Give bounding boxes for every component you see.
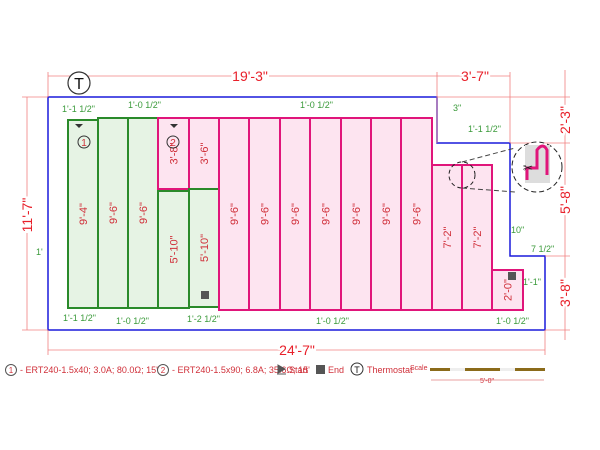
heating-strip [431,164,463,311]
strip-length: 9'-6" [260,203,272,225]
heating-strip [461,164,493,311]
svg-text:T: T [354,365,360,375]
dim-right-1: 2'-3" [557,106,573,134]
legend-cable-1: - ERT240-1.5x40; 3.0A; 80.0Ω; 15' [20,365,158,375]
heating-strip [67,119,99,309]
svg-text:T: T [74,76,84,93]
heating-strip [248,117,281,311]
cable-2-start: 2 [166,124,180,149]
svg-text:Thermostat: Thermostat [367,365,413,375]
svg-text:7 1/2": 7 1/2" [531,244,554,254]
svg-text:2: 2 [170,138,176,149]
svg-text:10": 10" [511,225,524,235]
strip-length: 7'-2" [472,226,484,248]
strip-length: 9'-6" [321,203,333,225]
end-marker-1 [201,291,209,299]
svg-text:End: End [328,365,344,375]
heating-strip [218,117,250,311]
strip-length: 9'-6" [381,203,393,225]
heating-strip [309,117,342,311]
dim-right-2: 5'-8" [557,186,573,214]
svg-text:Scale: Scale [410,365,428,372]
dim-left-height: 11'-7" [19,198,35,233]
svg-text:1'-0 1/2": 1'-0 1/2" [116,316,149,326]
strip-length: 3'-6" [199,142,211,164]
svg-text:5'-0": 5'-0" [480,378,494,385]
svg-text:2: 2 [161,366,166,375]
cable-cut-detail: ✂ [448,141,563,193]
svg-text:1'-0 1/2": 1'-0 1/2" [128,100,161,110]
thermostat-marker: T [67,71,91,95]
strip-length: 9'-6" [229,203,241,225]
legend: 1 - ERT240-1.5x40; 3.0A; 80.0Ω; 15' 2 - … [5,362,545,385]
strip-length: 5'-10" [199,234,211,262]
dim-bottom-width: 24'-7" [279,342,315,358]
strip-length: 5'-10" [169,235,181,263]
svg-text:3": 3" [453,103,461,113]
svg-text:1'-1 1/2": 1'-1 1/2" [62,104,95,114]
scissors-icon: ✂ [523,161,533,175]
svg-text:1'-1 1/2": 1'-1 1/2" [63,313,96,323]
strip-length: 9'-6" [412,203,424,225]
heating-strip [491,269,524,311]
strip-length: 9'-4" [78,203,90,225]
end-icon [316,365,325,374]
svg-text:1'-1": 1'-1" [523,277,541,287]
cable-1-start: 1 [75,124,91,149]
scale-bar: 5'-0" [430,368,545,385]
strip-length: 7'-2" [442,226,454,248]
strip-length: 9'-6" [108,202,120,224]
svg-text:1: 1 [81,138,87,149]
heating-strip [127,117,159,309]
heating-strip [400,117,433,311]
start-icon [277,364,287,375]
end-marker-2 [508,272,516,280]
svg-text:1': 1' [36,247,43,257]
svg-text:1: 1 [9,366,14,375]
strip-length: 9'-6" [138,202,150,224]
svg-text:1'-1 1/2": 1'-1 1/2" [468,124,501,134]
svg-text:1'-0 1/2": 1'-0 1/2" [316,316,349,326]
dim-top-right: 3'-7" [461,68,489,84]
svg-text:1'-0 1/2": 1'-0 1/2" [496,316,529,326]
strip-length: 9'-6" [290,203,302,225]
svg-text:Start: Start [289,365,309,375]
spacing-labels: 1'-1 1/2" 1'-0 1/2" 1'-0 1/2" 3" 1'-1 1/… [36,100,554,326]
strip-length: 9'-6" [351,203,363,225]
dim-top-width: 19'-3" [232,68,268,84]
heating-strips: 9'-4"9'-6"9'-6"3'-8"3'-6"5'-10"5'-10"9'-… [67,117,524,311]
dim-right-3: 3'-8" [557,279,573,307]
svg-text:1'-0 1/2": 1'-0 1/2" [300,100,333,110]
legend-cable-2: - ERT240-1.5x90; 6.8A; 35.6Ω; 15' [172,365,310,375]
strip-length: 2'-0" [503,279,515,301]
svg-text:1'-2 1/2": 1'-2 1/2" [187,314,220,324]
heating-strip [188,188,220,308]
heating-strip [97,117,129,309]
